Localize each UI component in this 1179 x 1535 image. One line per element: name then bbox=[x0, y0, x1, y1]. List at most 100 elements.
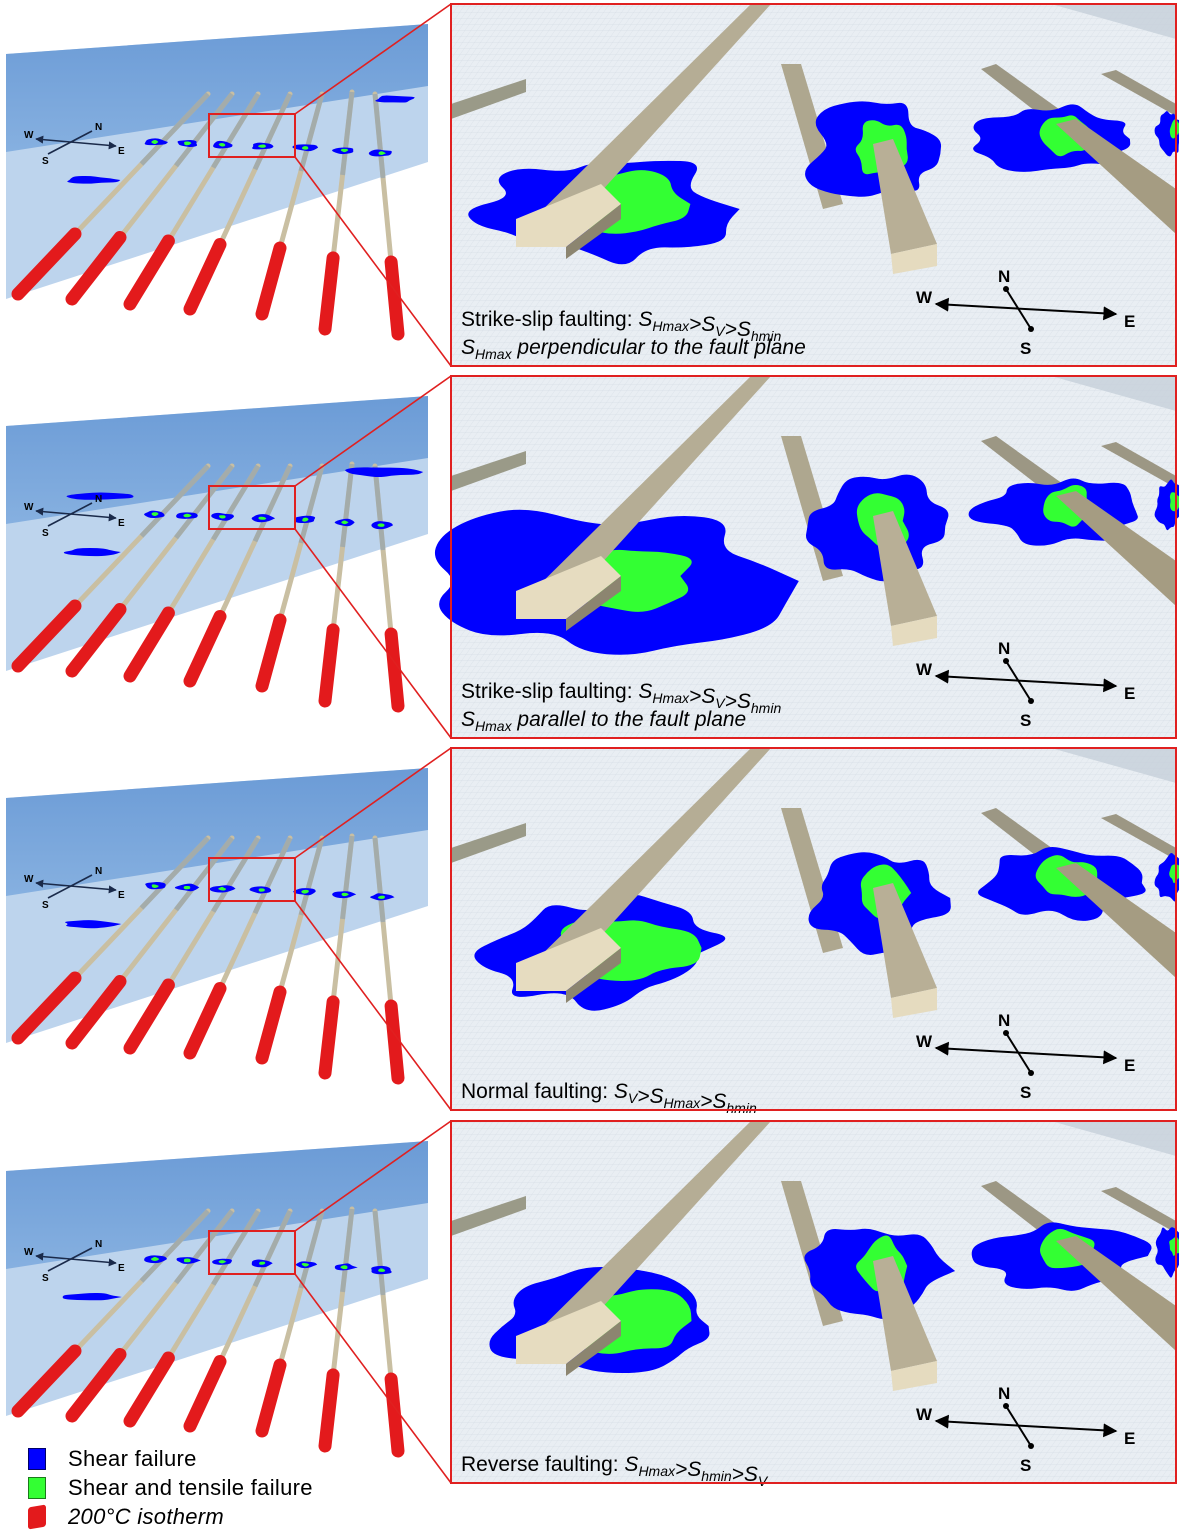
overview-compass-ns-line bbox=[47, 502, 93, 527]
beam-right-top bbox=[1056, 1236, 1176, 1351]
detail-compass-ew-arrow bbox=[934, 297, 1118, 321]
formula-subscript-2: Hmax bbox=[664, 1095, 702, 1111]
overview-compass-s: S bbox=[42, 156, 49, 167]
beam-left-side bbox=[566, 1321, 621, 1376]
caption2-text: parallel to the fault plane bbox=[512, 708, 747, 731]
well-upper-2 bbox=[174, 836, 234, 912]
beam-left-top bbox=[516, 376, 771, 616]
well-upper-7 bbox=[372, 465, 386, 551]
beam-center-top bbox=[873, 1256, 937, 1371]
detail-compass-ew-arrow bbox=[934, 669, 1118, 693]
isotherm-6 bbox=[318, 251, 340, 336]
beam-center-end bbox=[891, 1361, 937, 1391]
overview-compass-ew-arrow bbox=[35, 135, 117, 150]
detail-compass-e: E bbox=[1124, 684, 1135, 703]
isotherm-3 bbox=[123, 1351, 175, 1428]
overview-tensile-3 bbox=[218, 886, 227, 891]
overview-compass-s: S bbox=[42, 900, 49, 911]
formula-term-4: S bbox=[744, 1463, 758, 1486]
overview-compass-ns-line bbox=[47, 874, 93, 899]
overview-compass-n: N bbox=[95, 122, 102, 133]
fault-plane-upper bbox=[6, 1141, 428, 1269]
isotherm-5 bbox=[255, 613, 287, 693]
connector-bottom bbox=[294, 900, 452, 1111]
overview-tensile-5 bbox=[301, 1263, 310, 1267]
overview-compass-ew-arrow bbox=[35, 879, 117, 894]
overview-tensile-7 bbox=[378, 151, 386, 155]
detail-compass: W N E S bbox=[916, 639, 1135, 730]
overview-tensile-2 bbox=[184, 141, 192, 146]
isotherm-3 bbox=[123, 606, 175, 683]
overview-compass-w: W bbox=[24, 130, 34, 141]
beam-center-top bbox=[873, 511, 937, 626]
caption-line-2: SHmax parallel to the fault plane bbox=[461, 708, 746, 734]
detail-compass-n-dot bbox=[1003, 1403, 1009, 1409]
overview-compass-ew-arrow bbox=[35, 507, 117, 522]
detail-compass-s-dot bbox=[1028, 698, 1034, 704]
beam-right-top bbox=[1056, 491, 1176, 606]
isotherm-4 bbox=[183, 1355, 227, 1433]
isotherm-7 bbox=[384, 999, 405, 1085]
beam-far-right bbox=[1101, 442, 1176, 488]
overview-compass-ns-line bbox=[47, 1247, 93, 1272]
detail-compass-s: S bbox=[1020, 1083, 1031, 1102]
zoom-frame bbox=[208, 485, 296, 530]
isotherm-2 bbox=[65, 603, 127, 678]
well-upper-6 bbox=[340, 1208, 355, 1293]
isotherm-2 bbox=[65, 231, 127, 306]
formula-subscript-0: Hmax bbox=[652, 690, 690, 706]
formula-subscript-4: V bbox=[758, 1473, 769, 1489]
overview-tensile-1 bbox=[151, 139, 159, 144]
formula-term-0: S bbox=[638, 308, 652, 331]
overview-tensile-5 bbox=[302, 517, 309, 522]
detail-frame bbox=[450, 1120, 1177, 1484]
overview-tensile-6 bbox=[341, 892, 349, 897]
overview-compass: W N E S bbox=[24, 122, 125, 167]
formula-term-0: S bbox=[624, 1453, 638, 1476]
formula-subscript-2: hmin bbox=[701, 1468, 732, 1484]
overview-shear-top bbox=[375, 95, 415, 103]
well-upper-6 bbox=[340, 835, 355, 920]
overview-shear-top bbox=[66, 492, 134, 500]
formula-subscript-2: V bbox=[715, 695, 726, 711]
beam-far-left bbox=[451, 823, 526, 863]
detail-top-band bbox=[1051, 1121, 1176, 1156]
detail-compass-n-dot bbox=[1003, 658, 1009, 664]
formula-term-2: S bbox=[650, 1085, 664, 1108]
formula-term-1: > bbox=[689, 313, 701, 336]
overview-compass-e: E bbox=[118, 518, 125, 529]
caption-line-1: Reverse faulting: SHmax>Shmin>SV bbox=[461, 1453, 769, 1489]
beam-left-side bbox=[566, 576, 621, 631]
overview-tensile-6 bbox=[340, 1265, 348, 1270]
formula-subscript-4: hmin bbox=[751, 700, 782, 716]
detail-compass-n-dot bbox=[1003, 1030, 1009, 1036]
formula-term-3: > bbox=[725, 318, 737, 341]
well-upper-5 bbox=[298, 837, 325, 916]
caption2-subscript: Hmax bbox=[475, 346, 513, 362]
overview-compass-e: E bbox=[118, 890, 125, 901]
overview-shear-right bbox=[345, 467, 424, 478]
overview-shear-extra bbox=[63, 547, 121, 557]
beam-center-top bbox=[873, 883, 937, 998]
connector-top bbox=[294, 375, 452, 487]
detail-compass-n: N bbox=[998, 639, 1010, 658]
detail-compass-e: E bbox=[1124, 312, 1135, 331]
isotherm-6 bbox=[318, 995, 340, 1080]
caption-prefix: Strike-slip faulting: bbox=[461, 680, 638, 703]
formula-term-2: S bbox=[687, 1458, 701, 1481]
detail-compass-w: W bbox=[916, 660, 933, 679]
isotherm-1 bbox=[11, 1344, 82, 1418]
zoom-frame bbox=[208, 113, 296, 158]
overview-compass-e: E bbox=[118, 146, 125, 157]
isotherm-4 bbox=[183, 238, 227, 316]
detail-compass-s: S bbox=[1020, 711, 1031, 730]
detail-top-band bbox=[1051, 376, 1176, 411]
isotherm-6 bbox=[318, 1368, 340, 1453]
overview-tensile-2 bbox=[183, 1258, 191, 1263]
